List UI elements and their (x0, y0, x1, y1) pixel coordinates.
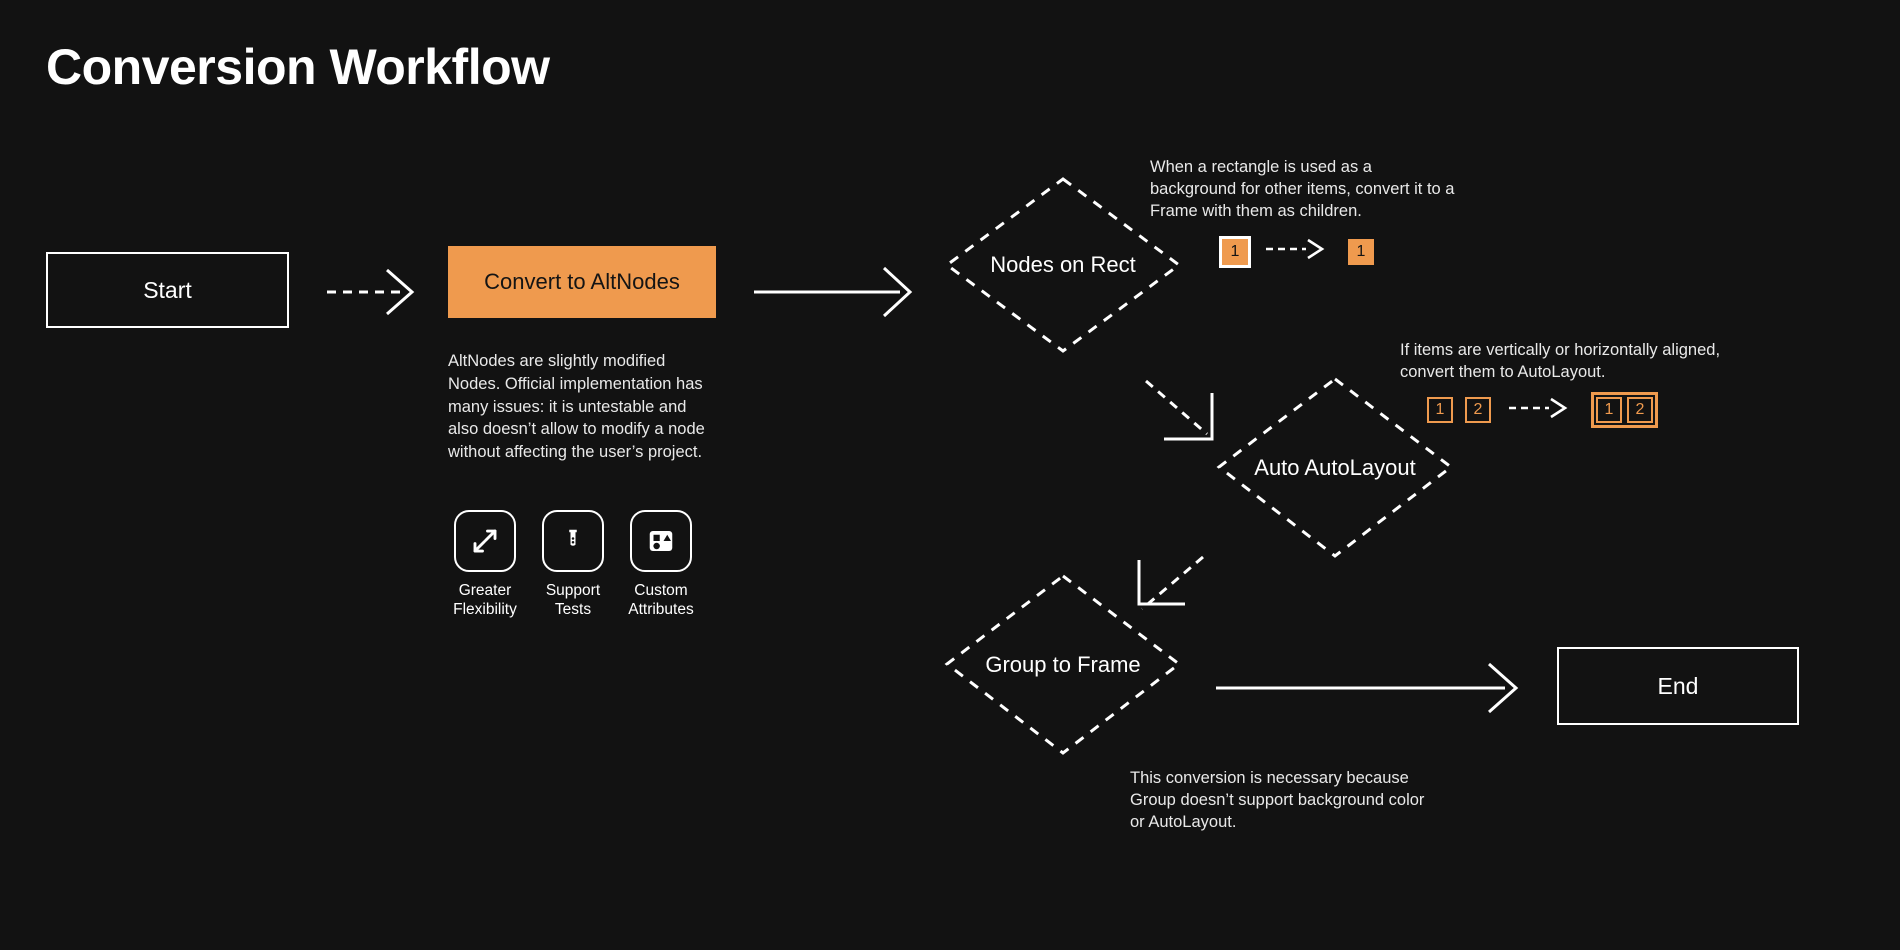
mini-arrow-icon (1509, 397, 1573, 424)
shapes-attributes-icon (630, 510, 692, 572)
node-start[interactable]: Start (46, 252, 289, 328)
node-convert-to-altnodes[interactable]: Convert to AltNodes (448, 246, 716, 318)
convert-description: AltNodes are slightly modified Nodes. Of… (448, 352, 705, 462)
connector-convert-to-nodes-on-rect (754, 266, 913, 318)
feature-label: Support Tests (545, 582, 601, 619)
node-nodes-on-rect-label: Nodes on Rect (990, 252, 1136, 277)
feature-custom-attributes[interactable]: Custom Attributes (628, 510, 694, 620)
node-convert-label: Convert to AltNodes (484, 269, 680, 294)
annotation-nodes-on-rect-example: 1 1 (1219, 235, 1374, 268)
node-nodes-on-rect[interactable]: Nodes on Rect (943, 175, 1183, 355)
badge-before: 2 (1465, 397, 1491, 423)
badge-after: 1 (1596, 397, 1622, 423)
connector-group-to-frame-to-end (1216, 662, 1519, 714)
annotation-group-to-frame: This conversion is necessary because Gro… (1130, 769, 1425, 831)
feature-list: Greater Flexibility Support Tests (452, 510, 694, 620)
badge-group-after: 1 2 (1591, 392, 1658, 428)
node-end[interactable]: End (1557, 647, 1799, 725)
diamond-shape (1216, 377, 1454, 558)
badge-group-before: 1 2 (1427, 397, 1491, 423)
badge-after: 1 (1348, 238, 1374, 265)
page-title: Conversion Workflow (46, 39, 550, 95)
feature-label: Custom Attributes (628, 582, 694, 619)
annotation-auto-autolayout-example: 1 2 1 2 (1427, 392, 1658, 428)
node-auto-autolayout-label: Auto AutoLayout (1254, 454, 1416, 480)
diamond-shape (944, 574, 1182, 755)
connector-nodes-on-rect-to-auto-autolayout (1145, 379, 1214, 441)
feature-greater-flexibility[interactable]: Greater Flexibility (452, 510, 518, 620)
feature-support-tests[interactable]: Support Tests (540, 510, 606, 620)
expand-arrows-icon (454, 510, 516, 572)
connector-start-to-convert (327, 268, 415, 316)
node-group-to-frame-label: Group to Frame (985, 651, 1141, 677)
badge-before: 1 (1219, 235, 1251, 268)
node-group-to-frame[interactable]: Group to Frame (943, 572, 1183, 757)
annotation-nodes-on-rect: When a rectangle is used as a background… (1150, 158, 1455, 220)
feature-label: Greater Flexibility (453, 582, 517, 619)
node-auto-autolayout[interactable]: Auto AutoLayout (1215, 375, 1455, 560)
test-tube-icon (542, 510, 604, 572)
badge-before: 1 (1427, 397, 1453, 423)
node-end-label: End (1657, 672, 1699, 699)
diamond-shape (944, 177, 1182, 353)
node-start-label: Start (143, 276, 192, 303)
badge-after: 2 (1627, 397, 1653, 423)
mini-arrow-icon (1266, 238, 1330, 265)
annotation-auto-autolayout: If items are vertically or horizontally … (1400, 341, 1721, 381)
